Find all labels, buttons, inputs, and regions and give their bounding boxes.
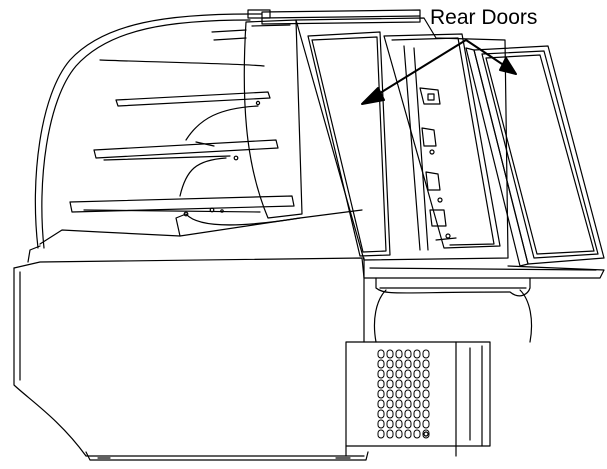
vent-slot [378,390,384,398]
vent-slot [387,370,393,378]
vent-slot [396,430,402,438]
rear-door-frame [296,18,508,260]
vent-slot [387,400,393,408]
vent-slot [414,430,420,438]
vent-slot [387,410,393,418]
vent-slot [396,350,402,358]
vent-slot [378,370,384,378]
vent-grid [378,350,429,438]
vent-slot [396,380,402,388]
vent-slot [396,360,402,368]
vent-slot [414,380,420,388]
vent-slot [396,400,402,408]
vent-slot [387,420,393,428]
vent-slot [378,360,384,368]
vent-slot [405,430,411,438]
rear-doors-label: Rear Doors [430,6,538,29]
condensing-unit [346,342,490,456]
vent-slot [396,420,402,428]
vent-slot [405,370,411,378]
vent-slot [405,400,411,408]
vent-slot [387,360,393,368]
vent-slot [414,420,420,428]
vent-slot [378,420,384,428]
shelf-upper [100,30,270,106]
vent-slot [423,380,429,388]
vent-slot [423,430,429,438]
vent-slot [387,390,393,398]
vent-slot [414,350,420,358]
rear-ledge [364,258,604,342]
drain-fitting [424,432,428,436]
vent-slot [414,390,420,398]
base-cabinet [14,246,368,460]
vent-slot [423,390,429,398]
vent-slot [387,430,393,438]
vent-slot [405,420,411,428]
vent-slot [405,360,411,368]
vent-slot [423,410,429,418]
vent-slot [396,390,402,398]
vent-slot [405,380,411,388]
vent-slot [414,370,420,378]
vent-slot [414,410,420,418]
vent-slot [414,400,420,408]
vent-slot [387,350,393,358]
vent-slot [405,390,411,398]
vent-slot [423,360,429,368]
vent-slot [387,380,393,388]
vent-slot [378,400,384,408]
shelf-brackets [176,214,300,236]
vent-slot [378,380,384,388]
vent-slot [405,350,411,358]
vent-slot [405,410,411,418]
vent-slot [378,410,384,418]
callout-arrows [362,40,516,104]
vent-slot [396,410,402,418]
vent-slot [423,400,429,408]
vent-slot [423,370,429,378]
shelf-middle [94,106,278,160]
vent-slot [378,350,384,358]
vent-slot [414,360,420,368]
vent-slot [378,430,384,438]
front-glass [35,10,420,248]
vent-slot [396,370,402,378]
vent-slot [423,350,429,358]
vent-slot [423,420,429,428]
shelf-lower [70,158,294,216]
rear-door-open [466,46,604,266]
